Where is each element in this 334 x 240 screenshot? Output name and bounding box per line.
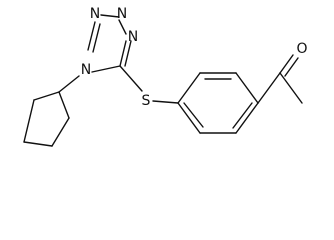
bond-bz-inner-3 <box>183 102 204 128</box>
atom-label-n-top-right: N <box>117 6 127 22</box>
atom-label-oxygen: O <box>296 41 307 57</box>
bond-cp-5 <box>23 99 35 143</box>
molecule-svg: N N N N S O <box>23 6 308 147</box>
benzene-ring <box>177 72 259 134</box>
tetrazole-ring <box>87 14 132 73</box>
atom-label-n-mid-right: N <box>128 29 138 45</box>
bond-c5-to-s <box>119 65 143 92</box>
cyclopentyl-ring <box>23 91 70 147</box>
bond-cp-2 <box>58 91 70 119</box>
bond-cp-1 <box>33 91 60 101</box>
bond-tz-n2-n1-double <box>92 23 101 53</box>
bond-tz-n4-n3 <box>118 19 127 35</box>
bond-bz-inner-2 <box>232 102 253 129</box>
atom-label-n-lower-left: N <box>81 62 91 78</box>
chemical-structure-diagram: N N N N S O <box>23 6 308 147</box>
bond-cp-3 <box>51 117 70 147</box>
bond-carbonyl-oxygen-1 <box>279 54 294 74</box>
bond-tz-n2-n1 <box>87 21 96 51</box>
bond-carbonyl-oxygen-2 <box>284 57 299 77</box>
bond-bz-4 <box>235 102 259 134</box>
bond-bz-6 <box>177 102 201 134</box>
atom-label-n-top-left: N <box>90 6 100 22</box>
bond-cp-4 <box>23 141 53 147</box>
bond-s-to-phenyl <box>152 100 179 104</box>
bond-bz-3 <box>235 72 259 104</box>
bond-carbonyl-to-methyl <box>279 72 303 104</box>
bond-phenyl-to-carbonyl <box>257 72 281 104</box>
bond-bz-1 <box>177 72 201 104</box>
bond-tz-n3-n2 <box>100 14 120 18</box>
bond-tz-n1-c5 <box>91 65 121 73</box>
bond-tz-c5-n4 <box>119 40 127 67</box>
atom-label-sulfur: S <box>142 93 151 109</box>
bond-cyclopentyl-to-tetrazole-n <box>58 75 80 93</box>
bond-tz-c5-n4-double <box>124 40 132 67</box>
